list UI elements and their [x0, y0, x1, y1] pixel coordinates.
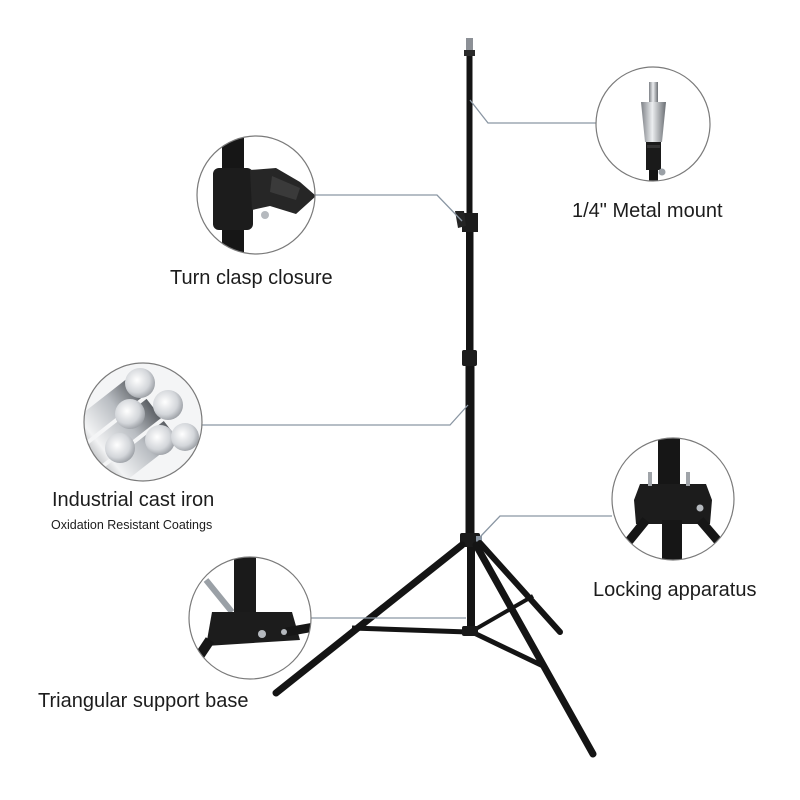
- stand-top-section: [466, 56, 473, 216]
- callout-circle-mount: [595, 66, 711, 182]
- callout-circle-locking: [611, 437, 735, 561]
- stand-lower-section: [465, 366, 475, 538]
- stand-leg-back: [477, 540, 563, 635]
- leader-lines: [202, 99, 612, 619]
- label-oxidation-coating: Oxidation Resistant Coatings: [51, 518, 213, 532]
- stand-spigot: [466, 38, 473, 52]
- turn-clasp-icon: [213, 136, 315, 254]
- label-locking-apparatus: Locking apparatus: [593, 579, 757, 601]
- callout-circle-base: [188, 556, 312, 680]
- label-triangular-base: Triangular support base: [38, 690, 249, 712]
- metal-mount-icon: [641, 82, 666, 181]
- callout-circle-iron: [83, 362, 203, 482]
- stand-brace-front: [470, 629, 545, 669]
- stand-leg-left: [272, 541, 466, 697]
- stand-spigot-collar: [464, 50, 475, 56]
- leader-line-iron: [202, 404, 469, 426]
- stand-brace-left: [351, 625, 469, 635]
- cast-iron-rods-icon: [84, 363, 202, 481]
- label-cast-iron: Industrial cast iron: [52, 489, 215, 511]
- stand-middle-section: [466, 232, 474, 350]
- leader-line-clasp: [314, 194, 463, 222]
- stand-leg-front: [472, 541, 597, 758]
- leader-line-mount: [469, 99, 596, 124]
- callout-circle-clasp: [196, 135, 316, 255]
- label-turn-clasp: Turn clasp closure: [170, 267, 333, 289]
- stand-brace-back: [473, 594, 534, 632]
- leader-line-locking: [479, 515, 612, 538]
- label-metal-mount: 1/4" Metal mount: [572, 200, 723, 222]
- stand-middle-clasp: [462, 350, 477, 366]
- stand-upper-clasp: [462, 213, 478, 232]
- light-stand: [272, 38, 597, 758]
